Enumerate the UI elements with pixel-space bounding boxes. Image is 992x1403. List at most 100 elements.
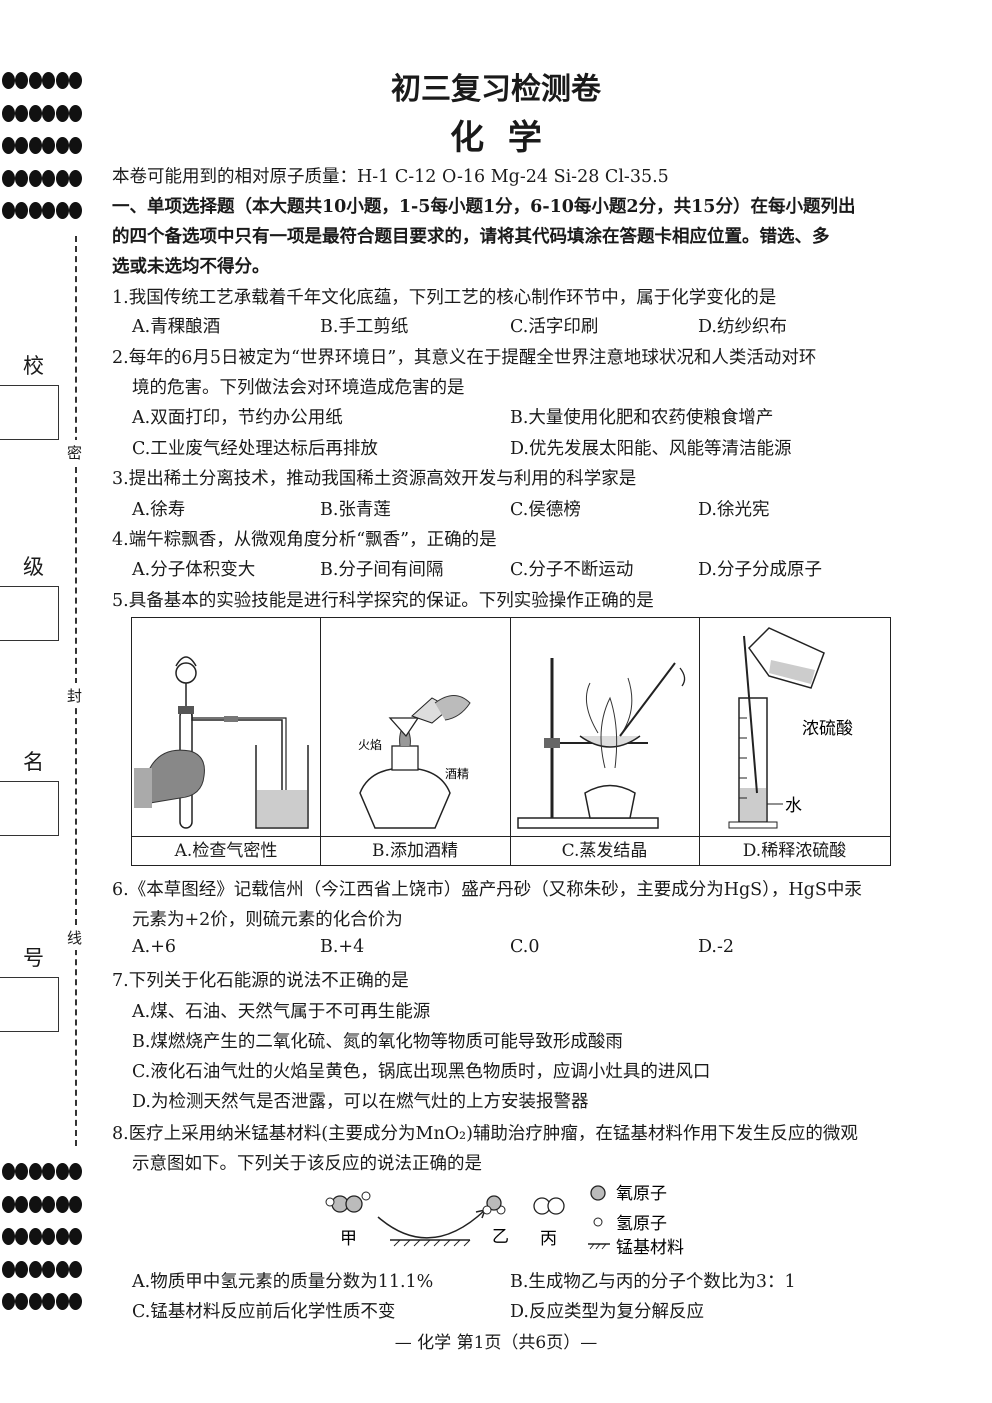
- q2-option-c: C.工业废气经处理达标后再排放: [132, 439, 378, 459]
- q3-option-c: C.侯德榜: [510, 500, 581, 520]
- q3-stem: 3.提出稀土分离技术，推动我国稀土资源高效开发与利用的科学家是: [112, 469, 637, 489]
- binding-dot: [69, 1293, 82, 1310]
- binding-dot: [2, 137, 15, 154]
- binding-dot: [28, 202, 42, 219]
- binding-dot: [15, 137, 29, 154]
- q3-option-d: D.徐光宪: [698, 500, 770, 520]
- school-label: 校: [23, 354, 44, 378]
- q5-figure-panel: A.检查气密性 火焰 酒精 B.添加酒精 C.: [131, 617, 891, 866]
- mn-legend-label: 锰基材料: [616, 1238, 684, 1257]
- binding-dot: [55, 104, 69, 122]
- binding-dot: [42, 137, 56, 154]
- q5-cell-c: C.蒸发结晶: [510, 618, 700, 865]
- binding-dot: [15, 1260, 29, 1278]
- reaction-arrow: [377, 1209, 486, 1239]
- binding-dot: [2, 1195, 15, 1213]
- q8-stem-2: 示意图如下。下列关于该反应的说法正确的是: [132, 1154, 482, 1174]
- yi-molecule-h2: [482, 1205, 492, 1215]
- q7-option-b: B.煤燃烧产生的二氧化硫、氮的氧化物等物质可能导致形成酸雨: [132, 1032, 623, 1052]
- q1-option-c: C.活字印刷: [510, 317, 599, 337]
- binding-dot: [28, 137, 42, 154]
- q2-stem-2: 境的危害。下列做法会对环境造成危害的是: [132, 378, 465, 398]
- binding-dot: [28, 1260, 42, 1278]
- binding-dot: [69, 169, 82, 187]
- reaction-diagram: 甲 乙 丙 氧原子 氢原子 锰基材料: [325, 1184, 684, 1257]
- binding-dot: [15, 104, 29, 122]
- binding-dot: [42, 104, 56, 122]
- binding-dot: [42, 1163, 56, 1180]
- q2-option-b: B.大量使用化肥和农药使粮食增产: [510, 408, 774, 428]
- binding-dot: [69, 104, 82, 122]
- hydrogen-legend-label: 氢原子: [616, 1214, 667, 1233]
- binding-dot: [28, 104, 42, 122]
- bing-molecule-o2: [547, 1197, 565, 1215]
- seal-char-feng: 封: [67, 683, 83, 708]
- binding-dot: [69, 1228, 82, 1245]
- number-label: 号: [23, 946, 44, 970]
- binding-dot: [55, 1228, 69, 1245]
- binding-dot: [69, 1260, 82, 1278]
- binding-dot: [42, 202, 56, 219]
- page-footer: — 化学 第1页（共6页）—: [394, 1333, 598, 1353]
- q7-option-c: C.液化石油气灶的火焰呈黄色，锅底出现黑色物质时，应调小灶具的进风口: [132, 1062, 711, 1082]
- q7-option-a: A.煤、石油、天然气属于不可再生能源: [132, 1002, 431, 1022]
- binding-dot: [55, 202, 69, 219]
- q2-option-a: A.双面打印，节约办公用纸: [132, 408, 343, 428]
- oxygen-legend-icon: [590, 1185, 606, 1201]
- binding-dot: [15, 1228, 29, 1245]
- q4-option-d: D.分子分成原子: [698, 560, 822, 580]
- binding-dot: [15, 169, 29, 187]
- q6-stem-1: 6.《本草图经》记载信州（今江西省上饶市）盛产丹砂（又称朱砂，主要成分为HgS）…: [112, 880, 862, 900]
- q7-stem: 7.下列关于化石能源的说法不正确的是: [112, 971, 409, 991]
- exam-title: 初三复习检测卷: [391, 72, 601, 107]
- binding-dot: [2, 169, 15, 187]
- section-instructions-2: 的四个备选项中只有一项是最符合题目要求的，请将其代码填涂在答题卡相应位置。错选、…: [112, 227, 830, 247]
- binding-dot: [28, 169, 42, 187]
- q8-option-d: D.反应类型为复分解反应: [510, 1302, 704, 1322]
- q5-stem: 5.具备基本的实验技能是进行科学探究的保证。下列实验操作正确的是: [112, 591, 654, 611]
- q5-cell-a: A.检查气密性: [132, 618, 321, 865]
- q5-caption-d: D.稀释浓硫酸: [699, 836, 890, 865]
- binding-dot: [2, 1163, 15, 1180]
- binding-dot: [42, 1228, 56, 1245]
- q6-stem-2: 元素为+2价，则硫元素的化合价为: [132, 910, 403, 930]
- name-field[interactable]: [0, 781, 59, 836]
- q6-option-c: C.0: [510, 937, 540, 957]
- atomic-mass-line: 本卷可能用到的相对原子质量：H-1 C-12 O-16 Mg-24 Si-28 …: [112, 167, 669, 187]
- binding-dot: [55, 1195, 69, 1213]
- section-instructions-1: 一、单项选择题（本大题共10小题，1-5每小题1分，6-10每小题2分，共15分…: [112, 197, 856, 217]
- q5-caption-c: C.蒸发结晶: [510, 836, 699, 865]
- binding-dot: [15, 1195, 29, 1213]
- binding-dot: [55, 1293, 69, 1310]
- class-field[interactable]: [0, 586, 59, 641]
- q4-option-b: B.分子间有间隔: [320, 560, 444, 580]
- school-field[interactable]: [0, 385, 59, 440]
- seal-char-mi: 密: [67, 440, 83, 465]
- concentrated-acid-label: 浓硫酸: [802, 719, 853, 738]
- binding-dot: [2, 72, 15, 89]
- binding-dot: [55, 169, 69, 187]
- q2-stem-1: 2.每年的6月5日被定为“世界环境日”，其意义在于提醒全世界注意地球状况和人类活…: [112, 348, 817, 368]
- water-label: 水: [785, 796, 802, 815]
- q4-stem: 4.端午粽飘香，从微观角度分析“飘香”，正确的是: [112, 530, 497, 550]
- section-instructions-3: 选或未选均不得分。: [112, 257, 270, 277]
- yi-label: 乙: [492, 1227, 509, 1246]
- jia-molecule-h1: [325, 1197, 335, 1207]
- q5-cell-d: 浓硫酸 水 D.稀释浓硫酸: [699, 618, 890, 865]
- binding-dot: [42, 72, 56, 89]
- jia-molecule-h2: [361, 1191, 371, 1201]
- binding-dot: [42, 1260, 56, 1278]
- q1-option-a: A.青稞酿酒: [132, 317, 221, 337]
- q8-option-b: B.生成物乙与丙的分子个数比为3：1: [510, 1272, 796, 1292]
- binding-dot: [28, 1293, 42, 1310]
- binding-dot: [55, 1260, 69, 1278]
- alcohol-lamp-illustration: 火焰 酒精: [358, 695, 471, 829]
- evaporation-apparatus-illustration: [517, 658, 686, 829]
- binding-dot: [28, 1195, 42, 1213]
- number-field[interactable]: [0, 977, 59, 1032]
- bing-label: 丙: [540, 1229, 557, 1248]
- binding-dot: [15, 202, 29, 219]
- binding-dot: [28, 72, 42, 89]
- binding-dot: [2, 104, 15, 122]
- class-label: 级: [23, 555, 44, 579]
